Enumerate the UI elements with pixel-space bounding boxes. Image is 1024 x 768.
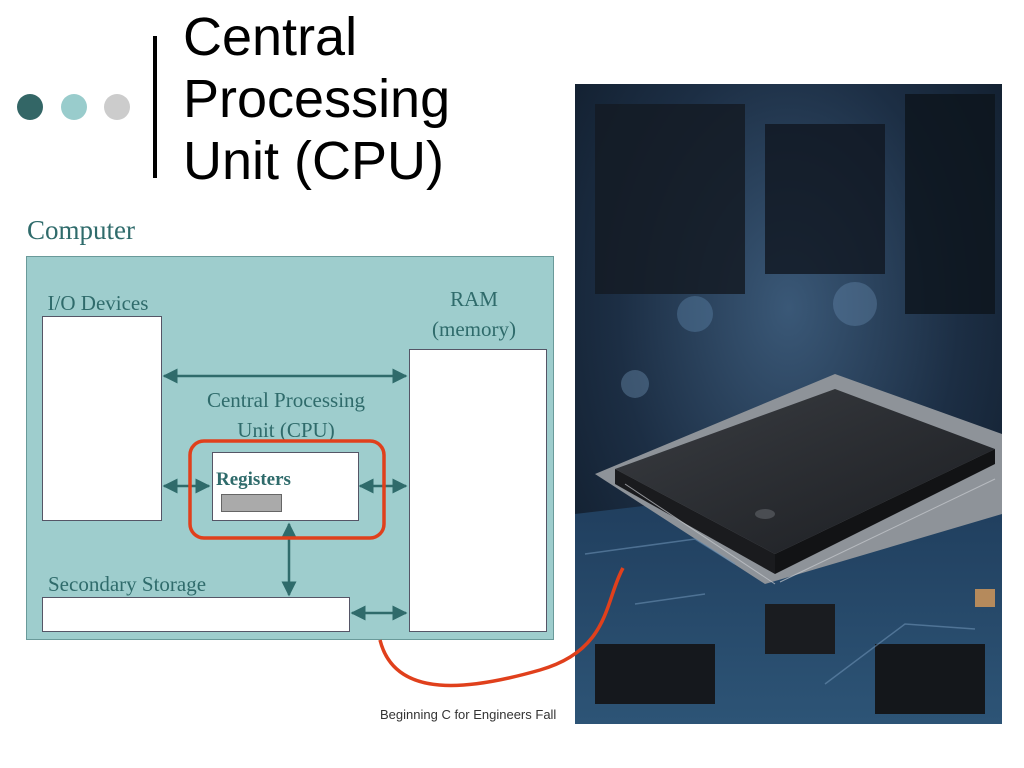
secondary-storage-box [42, 597, 350, 632]
ram-label-line-2: (memory) [432, 317, 516, 341]
ram-box [409, 349, 547, 632]
slide-footer: Beginning C for Engineers Fall [380, 707, 557, 722]
secondary-storage-label: Secondary Storage [48, 572, 207, 596]
cpu-label-line-1: Central Processing [206, 388, 366, 412]
io-devices-box [42, 316, 162, 521]
title-divider [153, 36, 157, 178]
slide-title: Central Processing Unit (CPU) [183, 6, 563, 192]
register-slot [221, 494, 282, 512]
cpu-label: Central Processing Unit (CPU) [180, 385, 392, 445]
ram-label: RAM (memory) [408, 284, 540, 344]
title-line-2: Processing [183, 69, 451, 129]
decor-dot-gray [104, 94, 130, 120]
ram-label-line-1: RAM [450, 287, 498, 311]
cpu-highlight [188, 439, 386, 540]
registers-label: Registers [216, 469, 291, 490]
circuit-board-photo [575, 84, 1002, 724]
decor-dot-dark [17, 94, 43, 120]
decor-dot-teal [61, 94, 87, 120]
cpu-callout-line [378, 567, 625, 688]
computer-label: Computer [27, 215, 135, 245]
circuit-board-chip-icon [575, 84, 1002, 724]
io-devices-label: I/O Devices [47, 291, 149, 315]
cpu-label-line-2: Unit (CPU) [237, 418, 335, 442]
title-line-1: Central [183, 7, 358, 67]
title-line-3: Unit (CPU) [183, 131, 445, 191]
